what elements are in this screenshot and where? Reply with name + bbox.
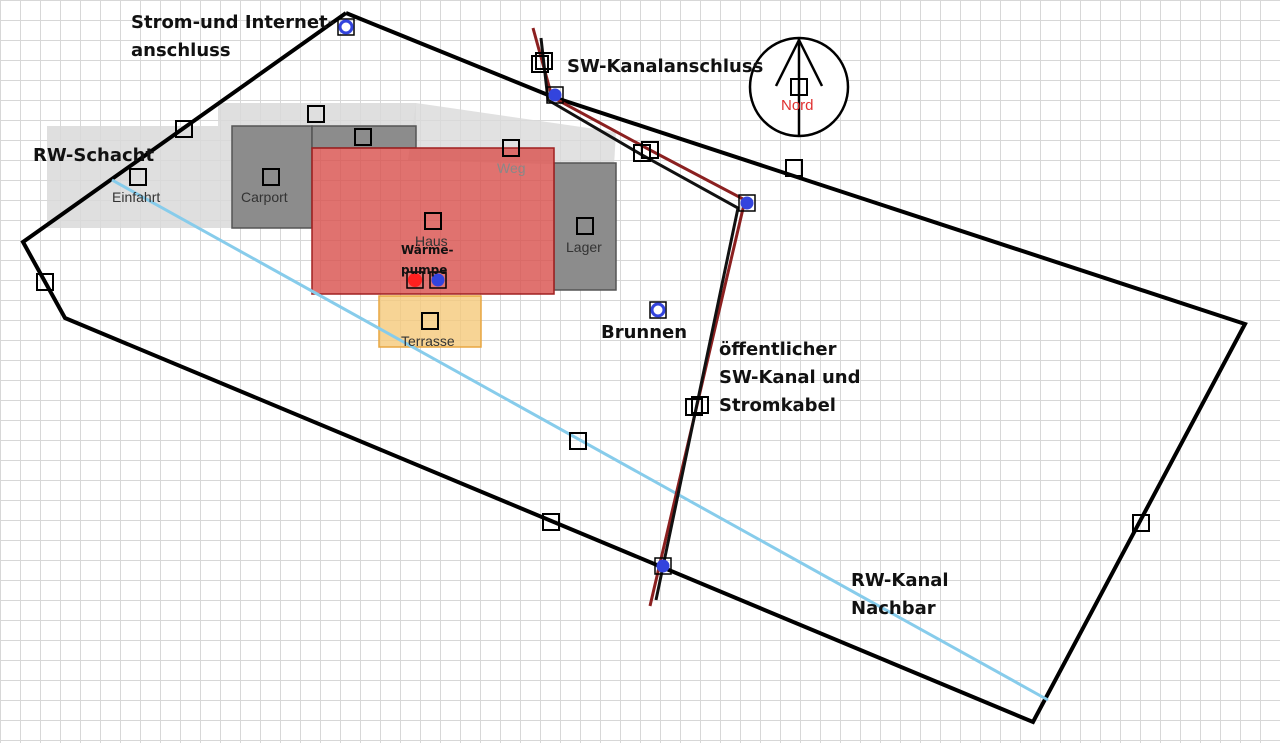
handle-squares[interactable] [36, 52, 1150, 532]
sw-channel-line [531, 27, 747, 607]
terrasse-area[interactable] [378, 295, 482, 348]
connector-heat-pump-blue [429, 271, 447, 289]
connector-sw-bend [738, 194, 756, 212]
einfahrt-area[interactable] [47, 126, 232, 228]
property-boundary [20, 11, 1248, 725]
heat-pump-red-point [406, 271, 424, 289]
power-cable-line [539, 37, 740, 601]
top-strip-area[interactable] [218, 103, 416, 126]
connector-strom-internet [337, 18, 355, 36]
carport-area[interactable] [231, 125, 313, 229]
connector-sw-kanal [546, 86, 564, 104]
haus-area[interactable] [311, 147, 555, 295]
north-arrow-icon [748, 36, 850, 138]
connector-boundary-sw [654, 557, 672, 575]
lager-area[interactable] [553, 162, 617, 291]
connector-points [337, 18, 756, 575]
connector-brunnen [649, 301, 667, 319]
rw-channel-line [111, 178, 1049, 702]
